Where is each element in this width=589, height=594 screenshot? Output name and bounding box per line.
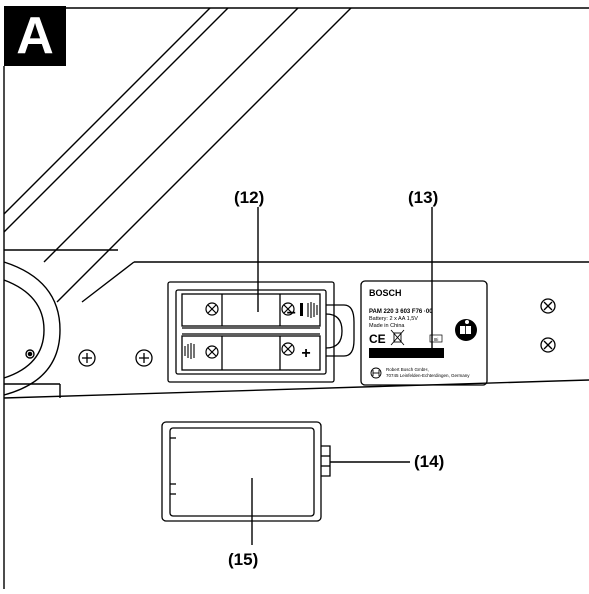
screw-left-1-icon: [78, 349, 96, 367]
nameplate-battery: Battery: 2 x AA 1,5V: [369, 316, 418, 322]
nameplate-origin: Made in China: [369, 323, 405, 329]
roller-inner: [3, 279, 45, 379]
minus-sign: −: [287, 305, 296, 322]
body-bottom-edge: [3, 379, 589, 399]
battery-screw-2-icon: [281, 302, 295, 316]
screw-right-2-icon: [540, 337, 556, 353]
weee-bin-icon: [390, 329, 405, 346]
roller-outline: [3, 261, 61, 396]
screw-left-2-icon: [135, 349, 153, 367]
ruler-edge-3: [43, 7, 299, 263]
nameplate-address: 70745 Leinfelden-Echterdingen, Germany: [386, 373, 470, 378]
cover-latch: [321, 445, 331, 477]
nameplate-brand: BOSCH: [369, 288, 402, 298]
callout-15: (15): [228, 550, 259, 569]
panel-label: A: [4, 6, 66, 66]
ruler-edge-4: [56, 7, 352, 303]
roller-axle-center: [27, 351, 33, 357]
spring-top-icon: [307, 302, 318, 318]
battery-screw-1-icon: [205, 302, 219, 316]
nameplate-company: Robert Bosch GmbH,: [386, 367, 429, 372]
ce-mark: CE: [369, 332, 386, 346]
battery-screw-3-icon: [205, 345, 219, 359]
contact-top: [300, 303, 303, 316]
ruler-edge-1: [3, 7, 211, 215]
battery-compartment: [167, 281, 355, 383]
bosch-logo-icon: [370, 367, 382, 379]
nameplate-model: PAM 220 3 603 F76 ·00: [369, 309, 433, 315]
battery-screw-4-icon: [281, 342, 295, 356]
barcode-block: [369, 348, 444, 358]
roller-axle-icon: [25, 349, 35, 359]
screw-right-1-icon: [540, 298, 556, 314]
ruler-edge-2: [3, 7, 229, 233]
read-manual-icon: [455, 319, 477, 341]
plus-sign: +: [301, 345, 310, 362]
class-mark: IIIi: [434, 337, 439, 342]
spring-bottom-icon: [184, 343, 195, 359]
callout-13: (13): [408, 188, 439, 207]
battery-cover: [161, 421, 331, 522]
callout-12: (12): [234, 188, 265, 207]
ruler-edge-5: [81, 261, 135, 303]
nameplate: BOSCH PAM 220 3 603 F76 ·00 Battery: 2 x…: [360, 280, 488, 386]
callout-14: (14): [414, 452, 445, 471]
